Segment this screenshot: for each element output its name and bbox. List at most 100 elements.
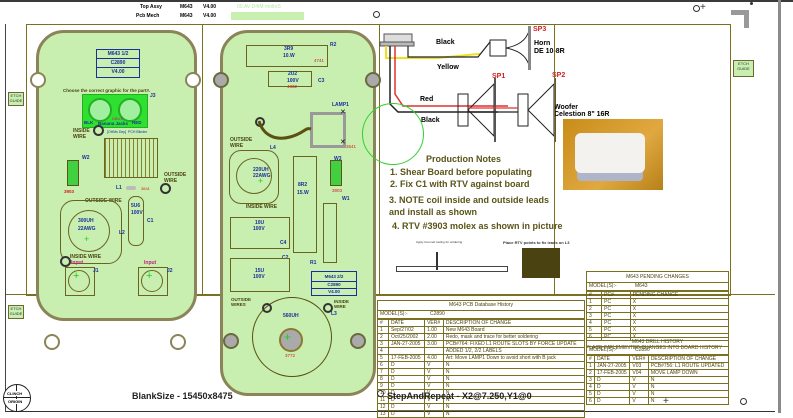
wire-label-black-top: Black: [436, 39, 455, 46]
model-label: MODEL(S):-: [589, 347, 617, 353]
lamp-pin-icon: ✕: [340, 139, 346, 146]
choose-graphic-note: Choose the correct graphic for the part#…: [63, 88, 151, 93]
j1-label: J1: [93, 268, 99, 274]
capacitor-c1-outline: [128, 196, 144, 246]
table-cell: MOVE LAMP DOWN: [647, 369, 730, 377]
table-cell: V: [424, 375, 444, 383]
woofer-model: Celestion 8" 16R: [554, 111, 610, 118]
table-cell: N: [442, 361, 586, 369]
table-cell: 13: [377, 410, 389, 418]
banana-jack-red: [118, 98, 142, 122]
table-cell: D: [387, 375, 426, 383]
sp2-label: SP2: [552, 72, 566, 79]
col-header: #: [377, 319, 389, 327]
c4-label: C4: [280, 240, 287, 246]
l2-coil-awg: 22AWG: [78, 226, 96, 232]
table-cell: N: [442, 382, 586, 390]
board2-label-block: M643 2/2 C2890 V4.00: [311, 271, 357, 296]
banana-jack-black: [88, 98, 112, 122]
top-assy-label: Top Assy: [140, 4, 162, 10]
r2-value: 3R9: [284, 46, 294, 52]
l1-label: L1: [116, 185, 122, 191]
molex-connector-shape: [575, 133, 645, 173]
table-cell: X: [629, 326, 730, 334]
vertical-scroll-divider[interactable]: [778, 0, 781, 413]
table-cell: PC: [601, 326, 631, 334]
production-notes-title: Production Notes: [426, 154, 502, 164]
diagram-caption-right: Place RTV points to fix leads on L3: [503, 240, 570, 245]
table-cell: 3.00: [424, 340, 444, 348]
capacitor-c2-footprint: [230, 258, 290, 292]
table-header-row: # PC# PENDING CHANGE: [585, 291, 730, 299]
pcb-mech-label: Pcb Mech: [136, 13, 160, 19]
resistor-r1-footprint: [293, 156, 317, 253]
registration-dot-icon: [750, 2, 753, 5]
table-cell: 1: [377, 326, 389, 334]
table-cell: [387, 347, 426, 355]
crosshair-mark-icon: +: [700, 2, 706, 13]
table-cell: 1: [586, 362, 595, 370]
c4-value: 10U: [255, 220, 265, 226]
board-edge-illustration: [396, 266, 508, 272]
woofer-label: Woofer: [554, 104, 578, 111]
table-cell: PC: [601, 319, 631, 327]
mounting-hole-icon: [170, 334, 186, 350]
table-cell: 8: [377, 375, 389, 383]
mounting-hole-icon: [350, 333, 366, 349]
wire-terminal-icon: [262, 303, 272, 313]
coil-l4-ring: [236, 158, 272, 194]
table-cell: X: [629, 312, 730, 320]
l2-label: L2: [119, 230, 125, 236]
l2-coil-value: 300UH: [78, 218, 94, 224]
wire-terminal-icon: [60, 256, 71, 267]
label-version: V4.00: [111, 69, 125, 75]
coil-l4-outline: [229, 150, 279, 204]
wire-label-yellow: Yellow: [437, 64, 459, 71]
note-1: 1. Shear Board before populating: [390, 167, 533, 177]
horn-label: Horn: [534, 40, 551, 47]
l4-value: 220UH: [253, 167, 269, 173]
l3-code: 3772: [285, 353, 296, 358]
label-model: M643 2/2: [312, 272, 356, 282]
pending-changes-table: M643 PENDING CHANGES MODEL(S):- M643 # P…: [585, 271, 730, 351]
r1-power: 15.W: [297, 190, 309, 196]
jack-j2-footprint: [138, 267, 168, 296]
mounting-hole-icon: [30, 72, 46, 88]
etch-guide-label: ETCH GUIDE: [9, 306, 23, 316]
table-cell: [424, 347, 444, 355]
l3-crosshair-icon: +: [284, 330, 292, 344]
table-cell: PC: [601, 312, 631, 320]
mounting-hole-icon: [213, 72, 229, 88]
dbus-label: DBUS: [112, 116, 124, 121]
table-cell: X: [629, 319, 730, 327]
table-cell: D: [387, 403, 426, 411]
table-cell: 4.00: [424, 354, 444, 362]
etch-guide-right: ETCH GUIDE: [733, 60, 754, 77]
wire-terminal-icon: [160, 183, 171, 194]
header-green-block: [231, 12, 304, 20]
top-assy-model: M643: [180, 4, 193, 10]
c2-voltage: 100V: [253, 274, 265, 280]
table-cell: 3: [586, 376, 595, 384]
col-header: #: [585, 291, 603, 299]
capacitor-c3-footprint: [268, 71, 312, 87]
table-cell: D: [387, 368, 426, 376]
faded-labels: 00.AV D4IM mottoS: [237, 4, 281, 10]
col-header: VER#: [629, 355, 649, 363]
center-crosshair-icon: +: [84, 234, 90, 244]
blank-size-label: BlankSize - 15450x8475: [132, 391, 233, 401]
frame-bottom-rule: [5, 294, 775, 295]
table-cell: JAN-27-2005: [593, 362, 631, 370]
table-cell: PC: [601, 298, 631, 306]
